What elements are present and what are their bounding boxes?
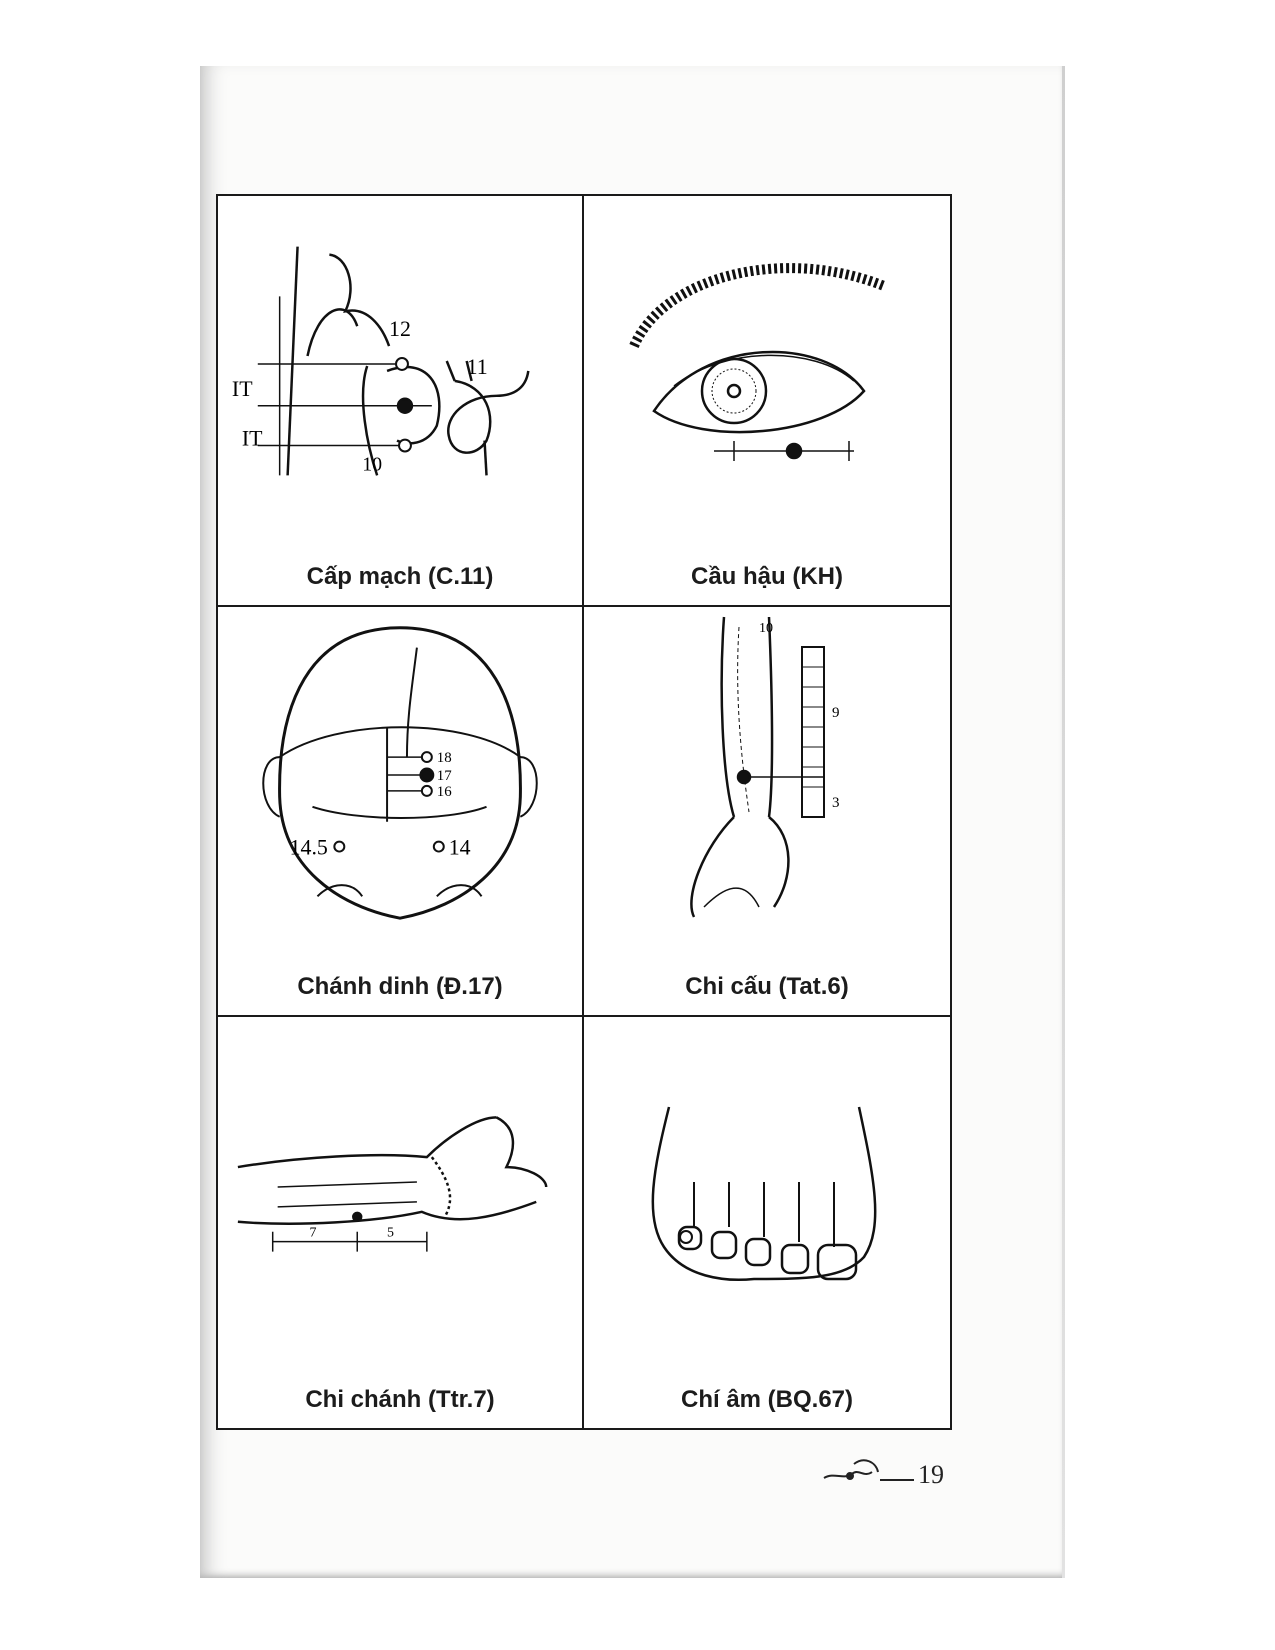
label-12: 12 <box>389 317 411 341</box>
foot-illustration <box>584 1017 950 1347</box>
label-10: 10 <box>362 453 382 475</box>
label-it-upper: IT <box>232 377 253 401</box>
label-14-5: 14.5 <box>290 835 328 859</box>
caption-chi-chanh: Chi chánh (Ttr.7) <box>218 1386 582 1414</box>
cell-chi-am: Chí âm (BQ.67) <box>584 1017 950 1428</box>
groin-labels: 12 IT IT 11 10 <box>218 196 582 526</box>
footer-ornament-icon <box>820 1450 920 1490</box>
cell-chanh-dinh: 18 17 16 14.5 14 Chánh dinh (Đ.17) <box>218 607 584 1018</box>
eye-illustration <box>584 196 950 526</box>
label-7: 7 <box>309 1226 316 1241</box>
cell-chi-chanh: 7 5 Chi chánh (Ttr.7) <box>218 1017 584 1428</box>
label-it-lower: IT <box>242 427 263 451</box>
caption-cap-mach: Cấp mạch (C.11) <box>218 563 582 591</box>
page-number: 19 <box>918 1460 944 1490</box>
label-9: 9 <box>832 705 840 721</box>
label-10-top: 10 <box>759 621 773 636</box>
head-labels: 18 17 16 14.5 14 <box>218 607 582 937</box>
arm-labels: 7 5 <box>218 1017 582 1347</box>
label-14: 14 <box>449 835 471 859</box>
caption-chanh-dinh: Chánh dinh (Đ.17) <box>218 973 582 1001</box>
cell-chi-cau: 10 9 3 Chi cấu (Tat.6) <box>584 607 950 1018</box>
label-16: 16 <box>437 784 452 800</box>
label-18: 18 <box>437 750 452 766</box>
cell-cau-hau: Cầu hậu (KH) <box>584 196 950 607</box>
caption-chi-cau: Chi cấu (Tat.6) <box>584 973 950 1001</box>
label-5: 5 <box>387 1226 394 1241</box>
page-edge <box>1062 66 1065 1578</box>
cell-cap-mach: 12 IT IT 11 10 Cấp mạch (C.11) <box>218 196 584 607</box>
caption-chi-am: Chí âm (BQ.67) <box>584 1386 950 1414</box>
acupoint-grid: 12 IT IT 11 10 Cấp mạch (C.11) Cầu hậu (… <box>216 194 952 1430</box>
label-11: 11 <box>467 355 488 379</box>
label-17: 17 <box>437 768 452 784</box>
forearm-labels: 10 9 3 <box>584 607 950 937</box>
caption-cau-hau: Cầu hậu (KH) <box>584 563 950 591</box>
label-3: 3 <box>832 795 840 811</box>
